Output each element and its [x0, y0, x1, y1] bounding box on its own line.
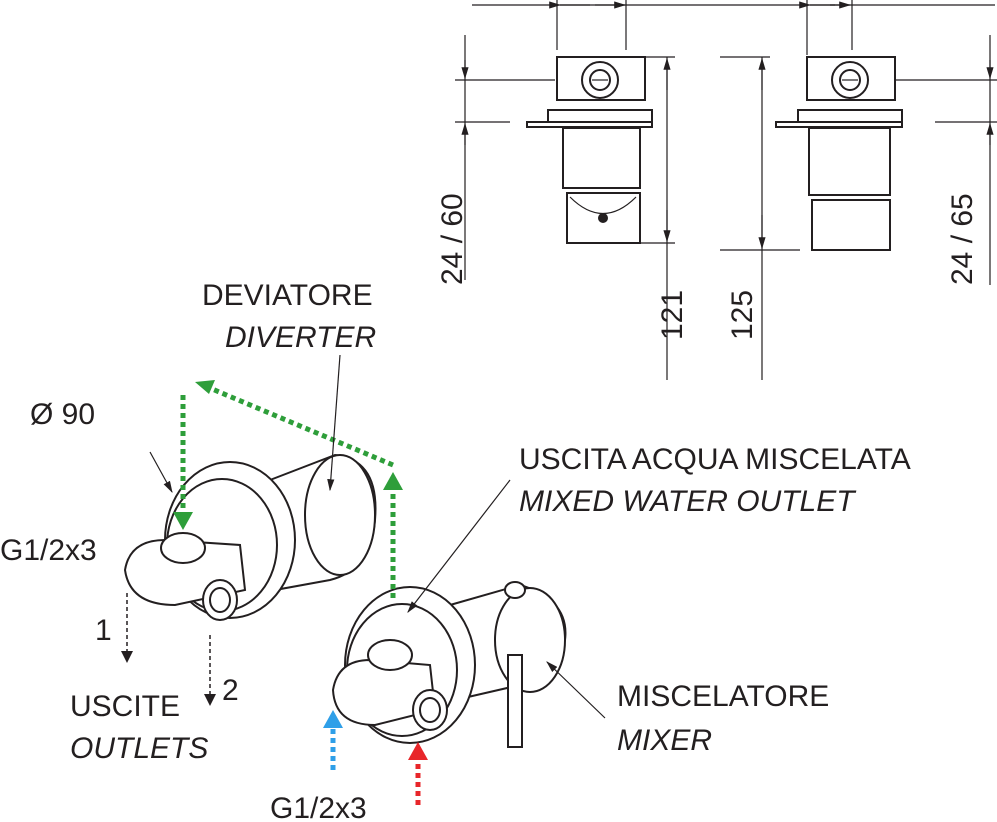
mixed-flow-arrow	[180, 383, 396, 598]
label-mixer-en: MIXER	[617, 724, 712, 757]
diverter-isometric	[123, 453, 377, 621]
label-diverter-en: DIVERTER	[225, 321, 376, 354]
label-mixed-outlet-it: USCITA ACQUA MISCELATA	[519, 443, 911, 476]
label-thread-outlets: G1/2x3	[0, 534, 97, 567]
dimension-diverter-height: 121	[656, 290, 689, 340]
arrowhead-up-icon	[408, 742, 428, 760]
dimension-diverter-depth: 24 / 60	[436, 193, 469, 285]
arrowhead-down-icon	[173, 512, 193, 530]
dimension-mixer-depth: 24 / 65	[946, 193, 979, 285]
label-diameter: Ø 90	[30, 398, 95, 431]
label-diverter-it: DEVIATORE	[202, 279, 373, 312]
label-outlets-it: USCITE	[70, 690, 180, 723]
label-outlets-en: OUTLETS	[70, 732, 208, 765]
mixer-side-view	[720, 0, 997, 380]
label-outlet-1: 1	[95, 614, 112, 647]
label-thread-inlets: G1/2x3	[270, 792, 367, 822]
dimension-mixer-height: 125	[726, 290, 759, 340]
arrowhead-up-icon	[323, 710, 343, 728]
label-mixed-outlet-en: MIXED WATER OUTLET	[519, 485, 857, 518]
label-outlet-2: 2	[222, 674, 239, 707]
mixer-isometric	[331, 581, 567, 748]
arrowhead-left-icon	[195, 380, 215, 394]
arrowhead-up-icon	[383, 472, 403, 490]
diverter-side-view	[455, 0, 995, 380]
label-mixer-it: MISCELATORE	[617, 680, 829, 713]
